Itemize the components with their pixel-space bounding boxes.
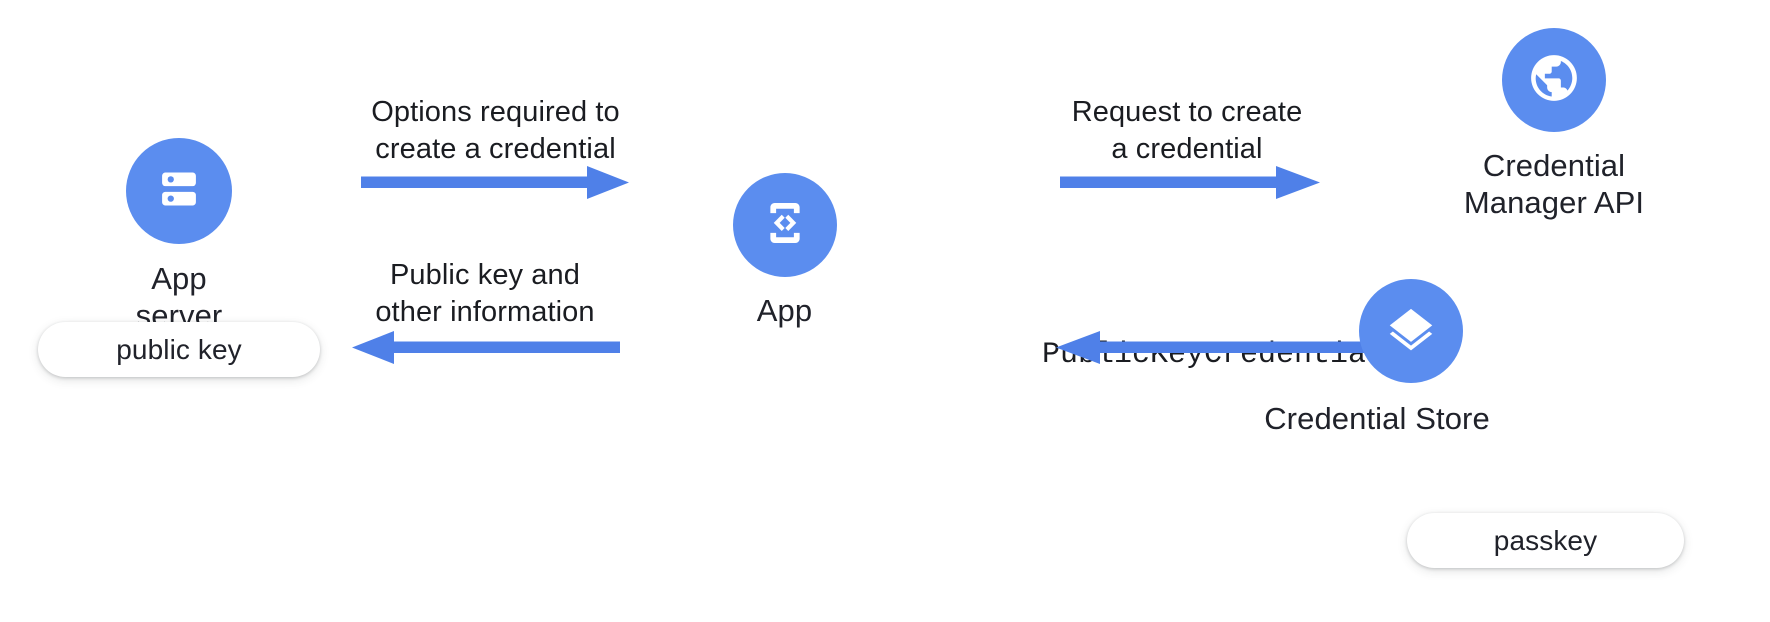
arrow-options-required: [361, 164, 629, 200]
arrow-request-to-create: [1060, 164, 1320, 200]
node-app-server: App server: [104, 138, 254, 334]
credential-store-circle: [1359, 279, 1463, 383]
layers-icon: [1383, 301, 1439, 362]
app-code-phone-icon: [758, 196, 812, 255]
credential-manager-api-label: Credential Manager API: [1463, 148, 1645, 220]
pill-passkey: passkey: [1407, 513, 1684, 568]
pill-public-key: public key: [38, 322, 320, 377]
node-credential-manager-api: Credential Manager API: [1434, 28, 1674, 221]
pill-passkey-label: passkey: [1493, 524, 1598, 556]
globe-icon: [1526, 50, 1582, 111]
arrow-label-request-to-create: Request to create a credential: [1071, 96, 1303, 165]
server-icon: [153, 163, 205, 220]
node-app: App: [712, 173, 857, 330]
app-circle: [732, 173, 837, 277]
app-server-circle: [126, 138, 232, 244]
pill-public-key-label: public key: [116, 333, 242, 365]
arrow-public-key-credential: [1050, 329, 1365, 365]
credential-manager-api-circle: [1502, 28, 1606, 132]
arrow-label-public-key-and-other-information: Public key and other information: [375, 259, 595, 328]
app-label: App: [756, 293, 813, 328]
credential-store-label: Credential Store: [1264, 401, 1490, 436]
arrow-label-options-required: Options required to create a credential: [371, 96, 620, 165]
node-credential-store: Credential Store: [1257, 279, 1497, 438]
arrow-public-key-and-other-information: [345, 329, 620, 365]
